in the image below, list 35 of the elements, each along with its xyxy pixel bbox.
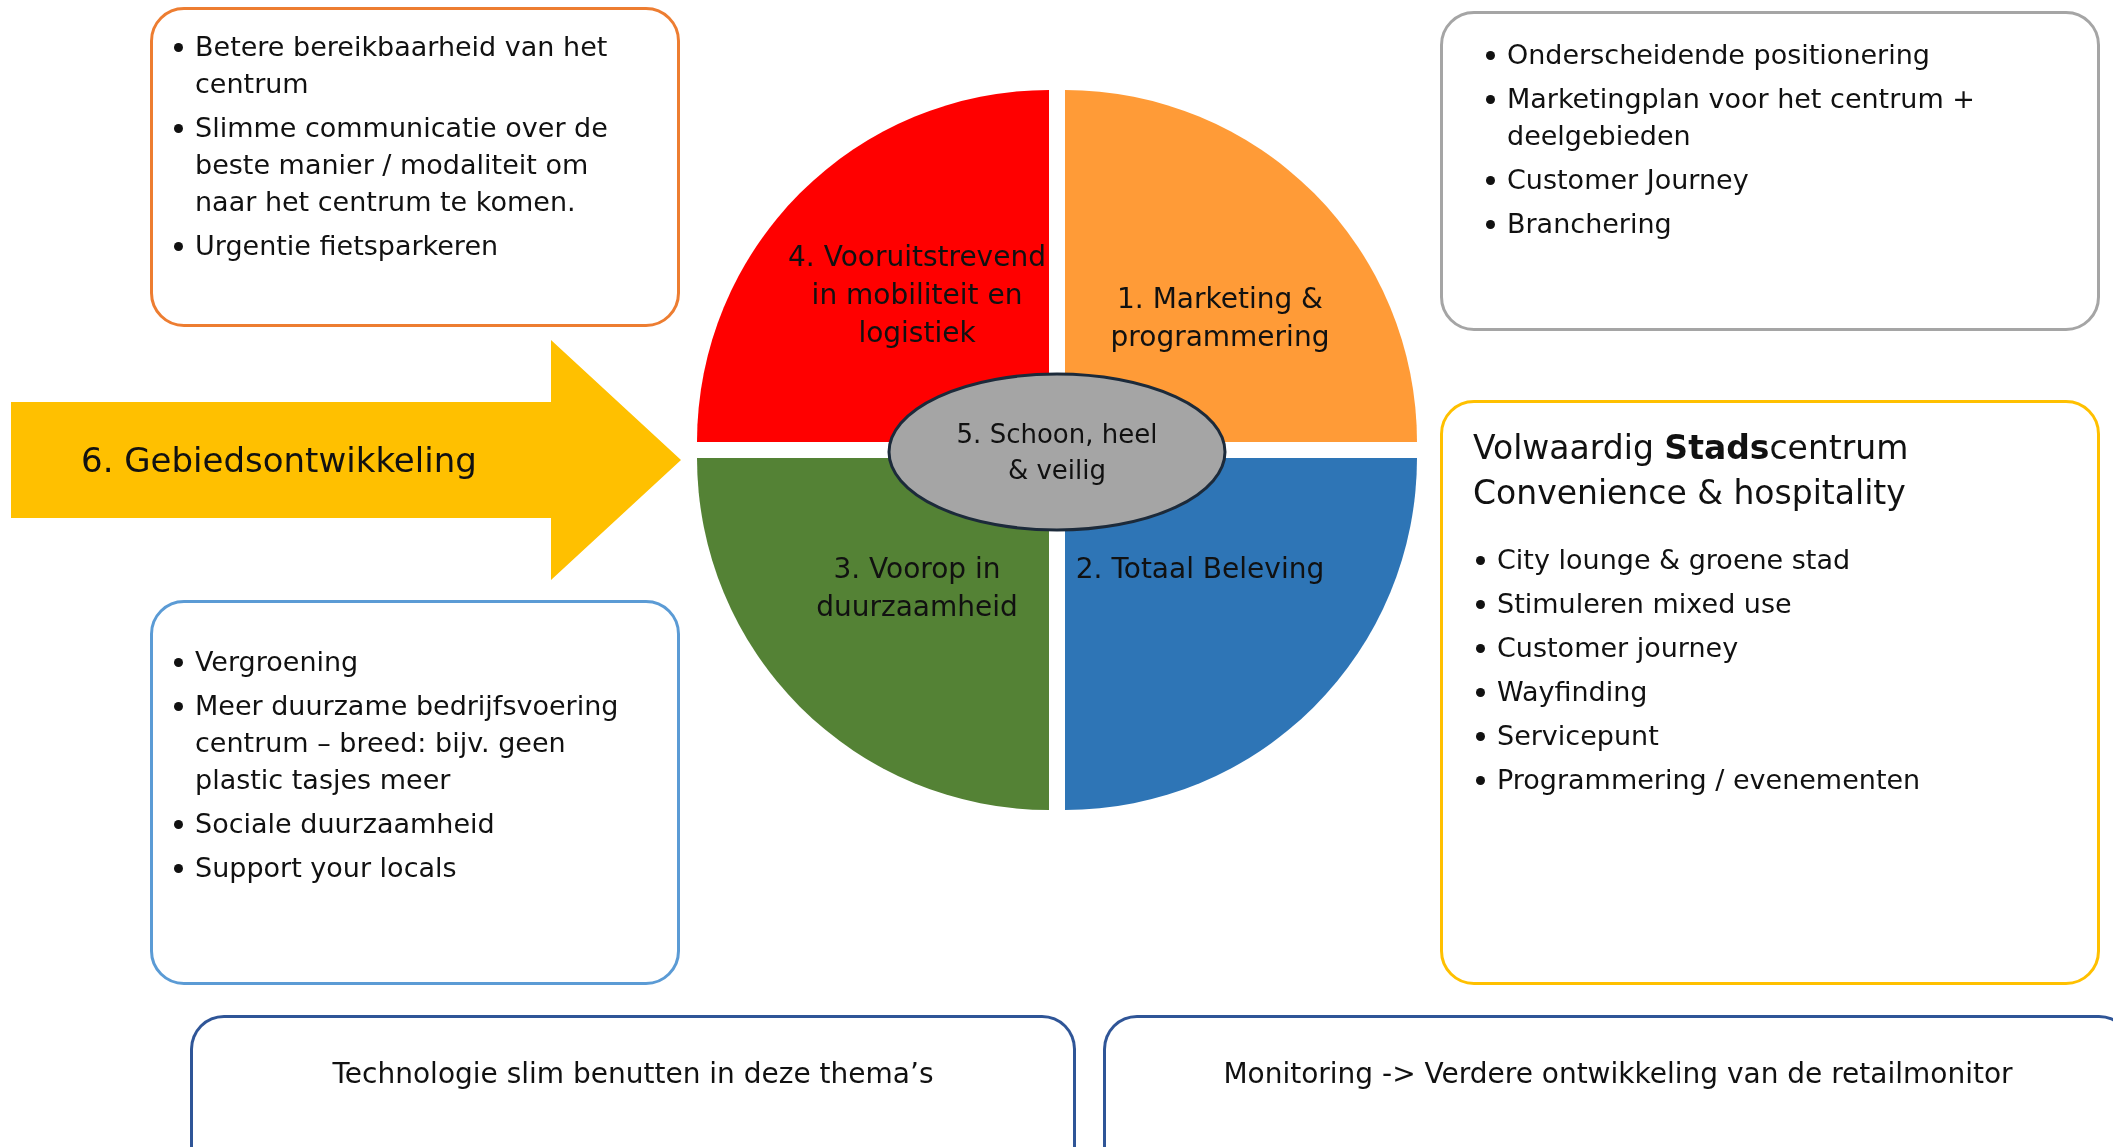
bullet-text: Urgentie fietsparkeren [195, 230, 499, 261]
center-ellipse [887, 372, 1227, 532]
bullet-text: Programmering / evenementen [1497, 764, 1921, 795]
rounded-text-box [1103, 1015, 2113, 1147]
rounded-text-box [1440, 400, 2100, 985]
bullet-text: Customer journey [1497, 632, 1739, 663]
bullet-text: Vergroening [195, 646, 359, 677]
quadrant-label: 3. Voorop in duurzaamheid [815, 551, 1019, 625]
quadrant-label: 4. Vooruitstrevend in mobiliteit en logistiek [787, 239, 1047, 351]
ellipse-label: 5. Schoon, heel & veilig [955, 418, 1159, 487]
heading-text: Volwaardig Stadscentrum [1473, 427, 1910, 469]
bullet-text: City lounge & groene stad [1497, 544, 1851, 575]
bullet-text: Meer duurzame bedrijfsvoering centrum – breed: bijv. geen plastic tasjes meer [195, 690, 619, 795]
bullet-text: Wayfinding [1497, 676, 1648, 707]
bullet-text: Sociale duurzaamheid [195, 808, 495, 839]
rounded-text-box [190, 1015, 1076, 1147]
block-arrow [11, 340, 681, 580]
bullet-text: Support your locals [195, 852, 457, 883]
bullet-text: Customer Journey [1507, 164, 1749, 195]
box-text: Technologie slim benutten in deze thema’s [331, 1056, 935, 1092]
quadrant-label: 1. Marketing & programmering [1109, 281, 1331, 355]
bullet-text: Betere bereikbaarheid van het centrum [195, 31, 608, 99]
bullet-text: Slimme communicatie over de beste manier / modaliteit om naar het centrum te komen. [195, 112, 608, 217]
rounded-text-box [150, 600, 680, 985]
bullet-text: Servicepunt [1497, 720, 1659, 751]
quadrant-label: 2. Totaal Beleving [1075, 551, 1325, 587]
arrow-label: 6. Gebiedsontwikkeling [81, 439, 477, 481]
rounded-text-box [1440, 11, 2100, 331]
bullet-text: Stimuleren mixed use [1497, 588, 1792, 619]
bullet-text: Branchering [1507, 208, 1672, 239]
bullet-text: Onderscheidende positionering [1507, 39, 1930, 70]
bullet-text: Marketingplan voor het centrum + deelgebieden [1507, 83, 1975, 151]
heading-text: Convenience & hospitality [1473, 472, 1907, 514]
rounded-text-box [150, 7, 680, 327]
box-text: Monitoring -> Verdere ontwikkeling van de retailmonitor [1222, 1056, 2014, 1092]
